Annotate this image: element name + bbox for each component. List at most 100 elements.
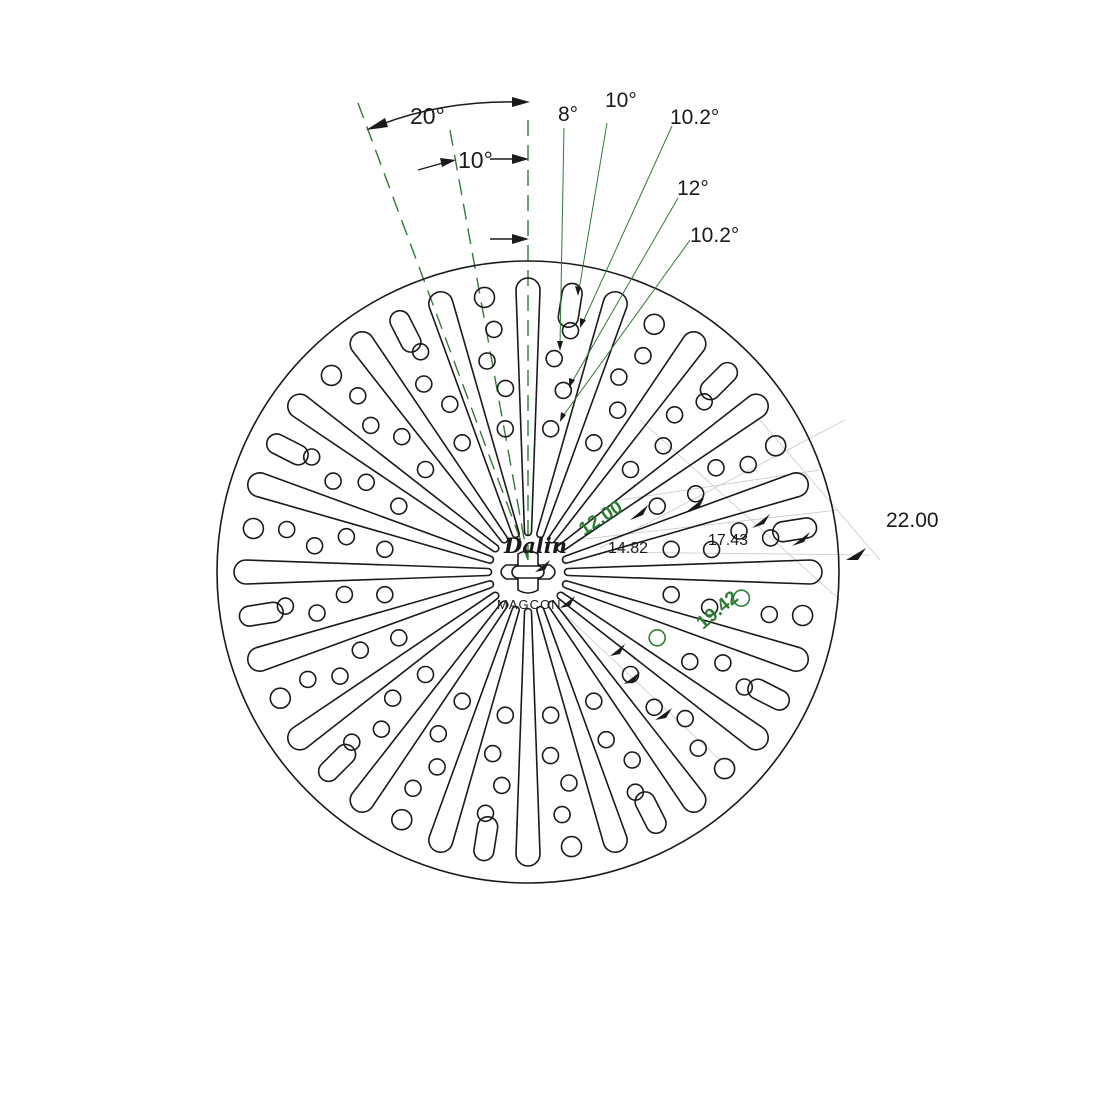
drain-hole bbox=[483, 744, 502, 763]
drain-hole bbox=[680, 652, 699, 671]
radial-slot bbox=[349, 331, 509, 544]
drain-hole bbox=[702, 540, 721, 559]
drain-hole bbox=[654, 436, 673, 455]
drain-hole bbox=[648, 628, 667, 647]
rim-oblong-slot bbox=[265, 433, 309, 466]
dimension-12-00: 12.00 bbox=[575, 497, 626, 541]
drain-hole bbox=[541, 746, 560, 765]
radial-slot bbox=[556, 591, 769, 751]
angle-leader-lines bbox=[557, 122, 691, 422]
radial-slot bbox=[247, 472, 495, 564]
radial-slot bbox=[428, 605, 520, 853]
drain-hole bbox=[686, 484, 705, 503]
radial-slot bbox=[287, 591, 500, 751]
drain-hole bbox=[735, 678, 754, 696]
drain-hole bbox=[553, 805, 571, 824]
drain-hole bbox=[473, 286, 496, 309]
radial-slot bbox=[287, 393, 500, 553]
drain-hole bbox=[298, 670, 317, 689]
drain-hole bbox=[645, 698, 664, 717]
radial-slot bbox=[515, 277, 541, 537]
radial-slot bbox=[563, 559, 823, 585]
drain-hole bbox=[331, 667, 349, 686]
drain-hole bbox=[545, 349, 564, 368]
drain-hole bbox=[713, 757, 736, 780]
rim-oblong-slot bbox=[634, 791, 667, 835]
drain-hole bbox=[492, 776, 511, 795]
drain-hole bbox=[383, 689, 402, 708]
drain-hole bbox=[476, 804, 495, 823]
drain-hole bbox=[560, 774, 578, 792]
drain-hole bbox=[302, 448, 321, 466]
drain-hole bbox=[342, 733, 361, 752]
drain-holes bbox=[242, 286, 814, 858]
drain-hole bbox=[676, 709, 695, 728]
drain-hole bbox=[269, 687, 292, 710]
angle-label-20: 20° bbox=[410, 103, 445, 129]
angle-label-10-left: 10° bbox=[458, 147, 493, 173]
drain-hole bbox=[389, 497, 408, 516]
dimension-22-00: 22.00 bbox=[886, 509, 939, 532]
dimension-14-82: 14.82 bbox=[608, 540, 648, 557]
drain-hole bbox=[453, 692, 472, 711]
brand-logo-script: Dalin bbox=[503, 533, 567, 558]
dimension-extension-lines bbox=[559, 419, 881, 761]
drain-hole bbox=[560, 835, 583, 858]
radial-slot bbox=[247, 580, 495, 672]
drain-hole bbox=[478, 352, 496, 370]
drain-hole bbox=[357, 473, 376, 492]
drain-hole bbox=[541, 419, 560, 438]
dimension-arrow-ticks bbox=[535, 498, 866, 720]
angle-label-10-2-bottom: 10.2° bbox=[690, 224, 739, 247]
drain-hole bbox=[648, 497, 667, 516]
drain-hole bbox=[361, 416, 380, 435]
radial-slot bbox=[536, 605, 628, 853]
drain-hole bbox=[320, 364, 343, 387]
drain-hole bbox=[496, 706, 515, 725]
drain-hole bbox=[496, 419, 515, 438]
angle-label-12: 12° bbox=[677, 177, 709, 200]
drain-hole bbox=[621, 460, 640, 479]
drain-hole bbox=[739, 455, 758, 474]
drain-hole bbox=[761, 529, 780, 547]
drain-hole bbox=[404, 779, 422, 798]
angle-label-10-right: 10° bbox=[605, 89, 637, 112]
drain-hole bbox=[700, 598, 719, 617]
drain-hole bbox=[348, 386, 367, 405]
angle-guide-lines bbox=[357, 102, 529, 561]
drain-hole bbox=[584, 433, 603, 452]
radial-slot bbox=[515, 607, 541, 867]
drain-hole bbox=[242, 517, 265, 540]
drain-hole bbox=[305, 536, 324, 555]
angle-arrows bbox=[366, 97, 530, 244]
drain-hole bbox=[276, 597, 295, 615]
radial-slot bbox=[561, 580, 809, 672]
drain-hole bbox=[695, 392, 714, 411]
drain-hole bbox=[392, 427, 411, 446]
radial-slots bbox=[233, 277, 823, 867]
angle-label-group: 20° 10° 8° 10° 10.2° 12° 10.2° bbox=[410, 89, 739, 247]
drain-hole bbox=[730, 522, 748, 540]
drain-hole bbox=[554, 381, 573, 400]
drain-hole bbox=[662, 540, 681, 559]
drain-hole bbox=[440, 395, 459, 414]
drain-hole bbox=[277, 520, 296, 539]
drain-hole bbox=[760, 605, 779, 624]
center-cross-slot bbox=[511, 565, 545, 579]
guide-line-10deg bbox=[449, 129, 529, 561]
drain-hole bbox=[335, 585, 354, 604]
drain-hole bbox=[337, 527, 356, 546]
rim-oblong-slot bbox=[317, 743, 357, 783]
drain-hole bbox=[428, 758, 446, 776]
drain-hole bbox=[662, 585, 681, 604]
drain-hole bbox=[732, 589, 751, 608]
rim-oblong-slot bbox=[772, 517, 818, 543]
drain-hole bbox=[453, 433, 472, 452]
rim-oblong-slot bbox=[389, 309, 422, 353]
drain-hole bbox=[764, 434, 787, 457]
radial-slot bbox=[536, 291, 628, 539]
drain-hole bbox=[375, 540, 394, 559]
radial-slot bbox=[233, 559, 493, 585]
rim-oblong-slot bbox=[238, 601, 284, 627]
